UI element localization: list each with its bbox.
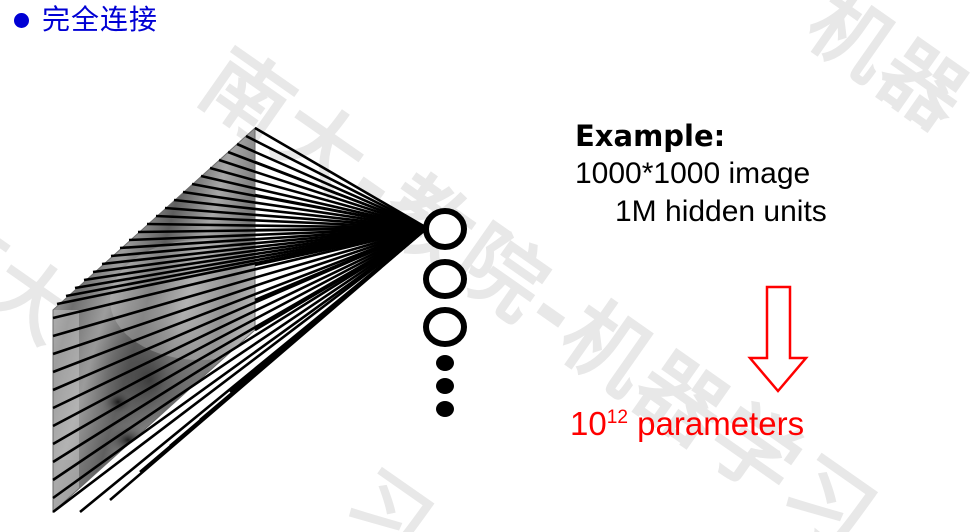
parameter-count-text: 1012 parameters	[570, 405, 804, 443]
hidden-node-1	[423, 208, 467, 250]
hidden-node-3	[423, 307, 467, 347]
parameter-base: 10	[570, 405, 607, 442]
bullet-icon	[14, 12, 29, 28]
input-image-plane	[52, 126, 256, 514]
hidden-unit-nodes	[423, 208, 467, 347]
parameter-exponent: 12	[606, 407, 628, 428]
vertical-ellipsis-icon	[436, 355, 454, 417]
example-text-block: Example: 1000*1000 image 1M hidden units	[575, 118, 827, 231]
example-heading: Example:	[575, 119, 726, 153]
slide-title-text: 完全连接	[42, 3, 159, 36]
example-line-hidden-units: 1M hidden units	[615, 194, 827, 228]
connection-lines	[52, 126, 428, 514]
down-arrow-icon	[747, 285, 809, 393]
example-line-image: 1000*1000 image	[575, 156, 811, 190]
parameter-suffix: parameters	[628, 405, 805, 442]
slide-title: 完全连接	[14, 6, 158, 34]
hidden-node-2	[423, 259, 467, 299]
